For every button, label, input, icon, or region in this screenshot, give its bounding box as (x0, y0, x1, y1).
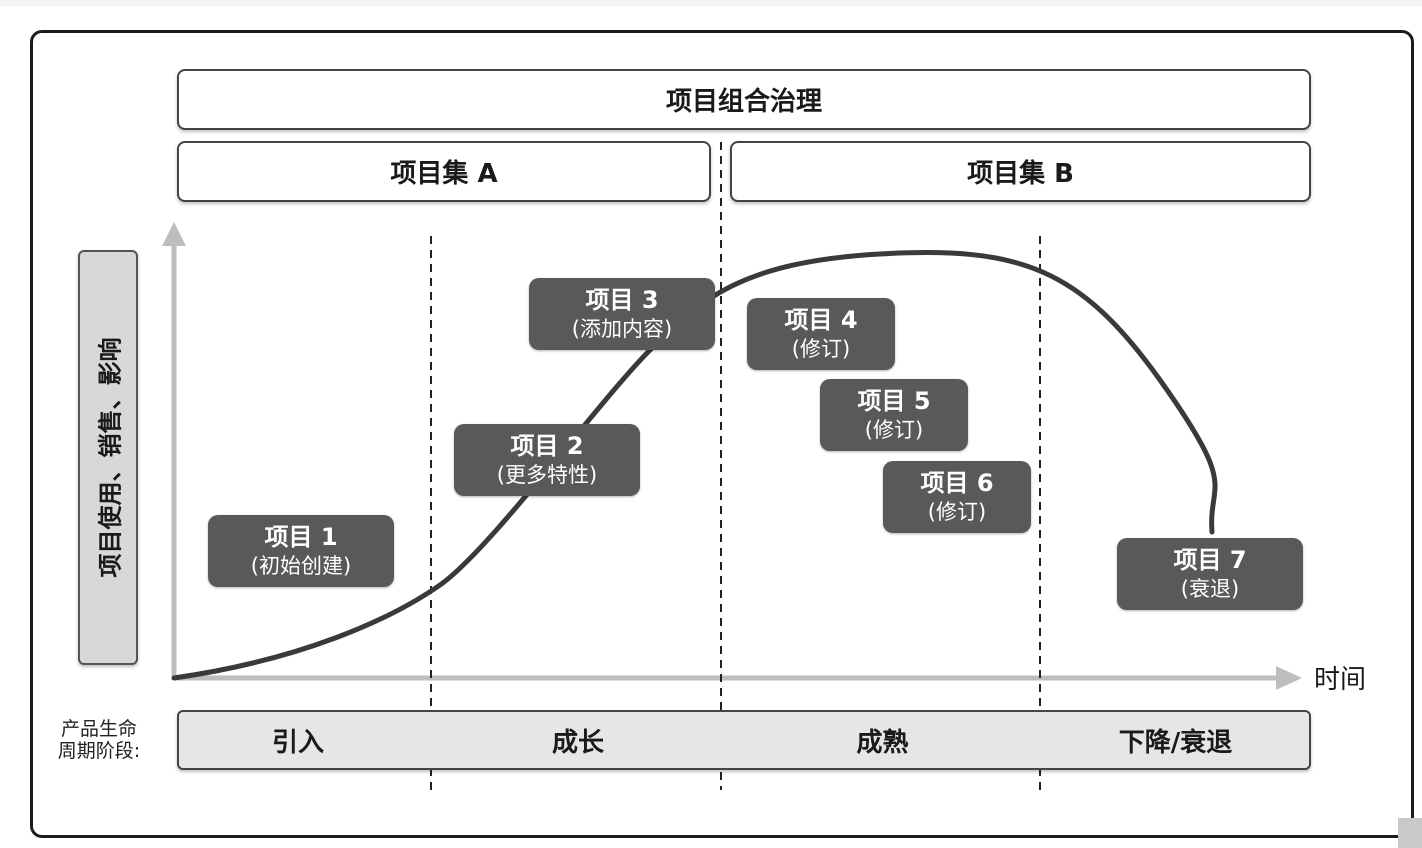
project-1-desc: (初始创建) (250, 554, 352, 578)
lifecycle-phase-caption: 产品生命 周期阶段: (40, 718, 158, 762)
program-set-a-label: 项目集 A (390, 159, 498, 189)
lifecycle-phase-caption-line1: 产品生命 (60, 718, 137, 740)
project-1-title: 项目 1 (264, 523, 338, 551)
lifecycle-phase-bar: 引入 成长 成熟 下降/衰退 (177, 710, 1311, 770)
project-2-box: 项目 2 (更多特性) (454, 424, 640, 496)
project-4-box: 项目 4 (修订) (747, 298, 895, 370)
project-3-desc: (添加内容) (571, 317, 673, 341)
portfolio-governance-label: 项目组合治理 (665, 87, 822, 117)
portfolio-governance-box: 项目组合治理 (177, 69, 1311, 130)
project-6-box: 项目 6 (修订) (883, 461, 1031, 533)
project-1-box: 项目 1 (初始创建) (208, 515, 394, 587)
project-4-desc: (修订) (791, 337, 851, 361)
project-7-box: 项目 7 (衰退) (1117, 538, 1303, 610)
project-7-desc: (衰退) (1180, 577, 1240, 601)
phase-growth: 成长 (551, 727, 604, 758)
project-4-title: 项目 4 (784, 306, 858, 334)
y-axis-label-box: 项目使用、销售、影响 (78, 250, 138, 665)
phase-decline: 下降/衰退 (1118, 727, 1233, 758)
corner-widget (1398, 818, 1422, 848)
project-5-box: 项目 5 (修订) (820, 379, 968, 451)
project-7-title: 项目 7 (1173, 546, 1247, 574)
lifecycle-curve (171, 250, 1218, 681)
project-3-title: 项目 3 (585, 286, 659, 314)
program-set-b-label: 项目集 B (967, 159, 1074, 189)
x-axis-label: 时间 (1314, 665, 1367, 695)
phase-introduction: 引入 (271, 727, 324, 758)
y-axis-label: 项目使用、销售、影响 (96, 337, 125, 578)
project-2-title: 项目 2 (510, 432, 584, 460)
project-6-title: 项目 6 (920, 469, 994, 497)
project-3-box: 项目 3 (添加内容) (529, 278, 715, 350)
y-axis-arrowhead (162, 222, 186, 246)
program-set-a-box: 项目集 A (177, 141, 711, 202)
x-axis-arrowhead (1276, 666, 1302, 690)
lifecycle-phase-caption-line2: 周期阶段: (57, 740, 141, 762)
program-set-b-box: 项目集 B (730, 141, 1311, 202)
phase-maturity: 成熟 (856, 727, 909, 758)
project-5-title: 项目 5 (857, 387, 931, 415)
top-edge-strip (0, 0, 1422, 6)
project-2-desc: (更多特性) (496, 463, 598, 487)
project-5-desc: (修订) (864, 418, 924, 442)
project-6-desc: (修订) (927, 500, 987, 524)
